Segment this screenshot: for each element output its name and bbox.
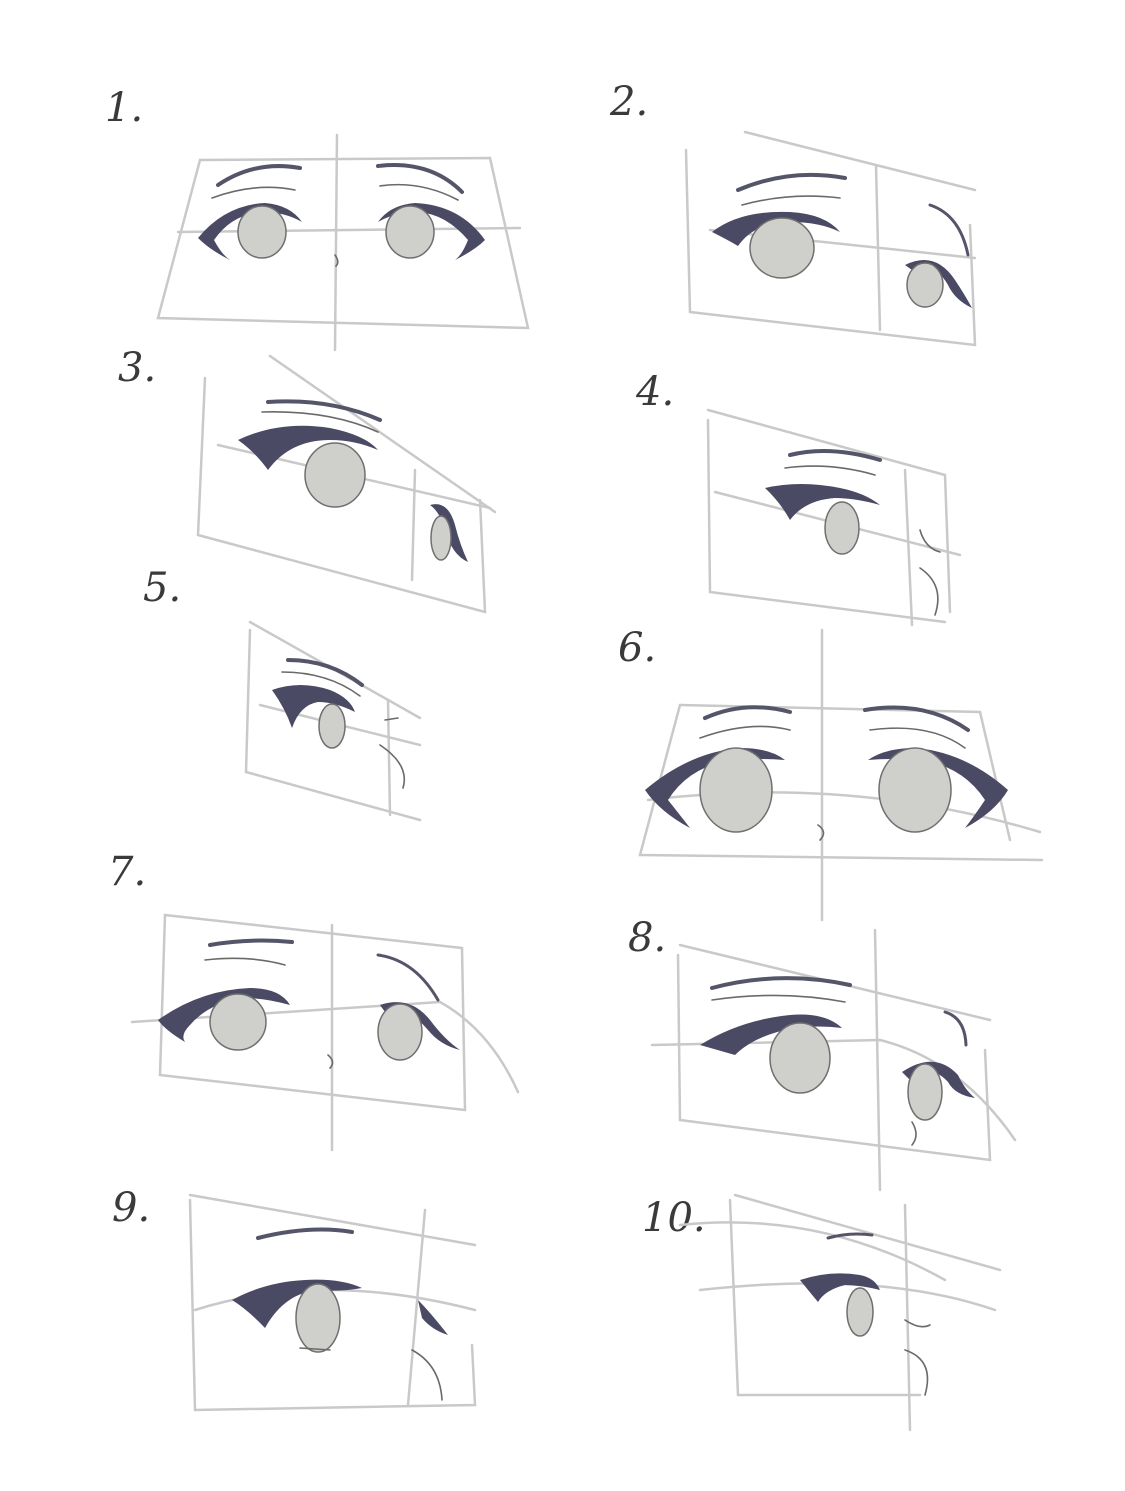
eye-study-7 [130, 913, 520, 1152]
eye-study-4 [706, 408, 962, 627]
study-number-10: 10. [642, 1195, 706, 1241]
study-number-6: 6. [618, 625, 657, 671]
study-number-1: 1. [105, 85, 144, 131]
eye-study-5 [244, 620, 422, 822]
study-number-8: 8. [628, 915, 667, 961]
eye-study-3 [196, 354, 497, 614]
study-number-3: 3. [118, 345, 157, 391]
study-number-7: 7. [108, 849, 147, 895]
study-number-9: 9. [112, 1185, 151, 1231]
study-number-4: 4. [636, 369, 675, 415]
eye-study-1 [156, 133, 530, 352]
eye-study-9 [188, 1193, 477, 1412]
eye-study-8 [650, 928, 1017, 1192]
eye-study-10 [678, 1193, 1002, 1432]
eye-study-6 [638, 628, 1044, 922]
study-number-5: 5. [143, 565, 182, 611]
study-number-2: 2. [610, 79, 649, 125]
eye-study-2 [684, 130, 977, 347]
